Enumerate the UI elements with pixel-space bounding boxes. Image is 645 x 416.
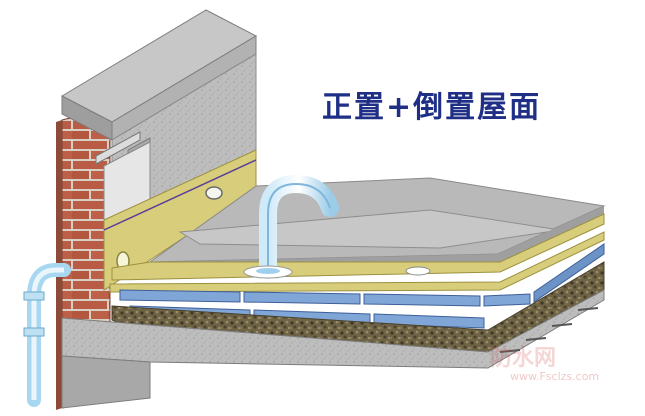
drain-pipe-icon <box>23 263 71 407</box>
structural-slab <box>61 289 605 409</box>
water-spout-icon <box>243 174 339 279</box>
membrane-layer <box>109 213 605 293</box>
diagram-title: 正置+倒置屋面 <box>322 90 542 125</box>
rebar-ends <box>499 307 599 353</box>
watermark-site-name: 防水网 <box>490 346 557 371</box>
roof-drain-opening-icon <box>405 266 431 276</box>
watermark-url: www.Fsclzs.com <box>510 370 600 383</box>
parapet-coping <box>60 9 258 141</box>
